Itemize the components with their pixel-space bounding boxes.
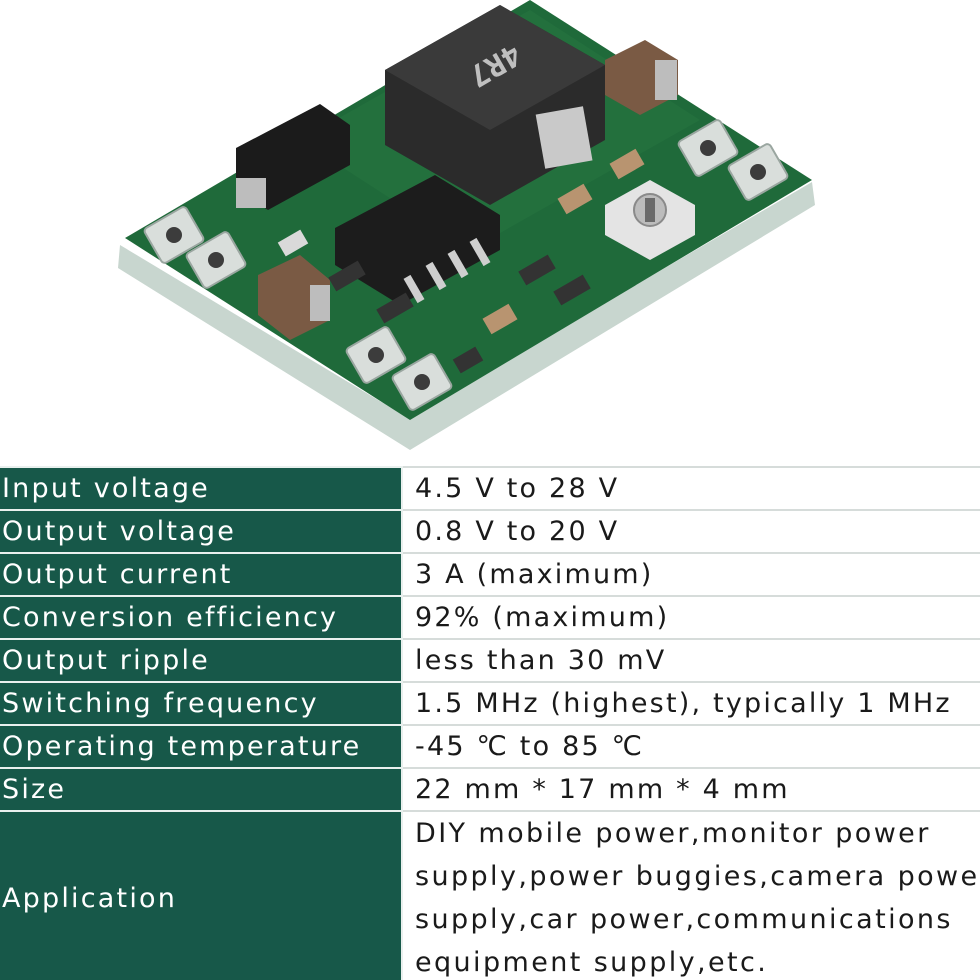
product-photo: 4R7 [0, 0, 980, 466]
spec-table: Input voltage 4.5 V to 28 V Output volta… [0, 466, 980, 980]
ic-chip [335, 175, 500, 305]
spec-label: Switching frequency [0, 681, 403, 726]
application-line: equipment supply,etc. [415, 947, 769, 978]
pcb-edge [118, 182, 815, 450]
spec-label: Input voltage [0, 466, 403, 511]
smd-components [277, 148, 645, 374]
table-row: Switching frequency 1.5 MHz (highest), t… [0, 681, 980, 726]
diode [236, 104, 350, 210]
buck-converter-module-image: 4R7 [118, 0, 815, 450]
table-row: Operating temperature -45 ℃ to 85 ℃ [0, 724, 980, 769]
spec-value: -45 ℃ to 85 ℃ [402, 724, 980, 769]
spec-value: 22 mm * 17 mm * 4 mm [402, 767, 980, 812]
application-line: DIY mobile power,monitor power [415, 818, 931, 849]
spec-label: Conversion efficiency [0, 595, 403, 640]
spec-label: Output current [0, 552, 403, 597]
spec-value: 4.5 V to 28 V [402, 466, 980, 511]
spec-value: 1.5 MHz (highest), typically 1 MHz [402, 681, 980, 726]
spec-value: less than 30 mV [402, 638, 980, 683]
spec-value: 92% (maximum) [402, 595, 980, 640]
table-row: Output voltage 0.8 V to 20 V [0, 509, 980, 554]
capacitors [258, 40, 678, 340]
inductor: 4R7 [385, 5, 605, 205]
spec-label: Output voltage [0, 509, 403, 554]
spec-value: 3 A (maximum) [402, 552, 980, 597]
potentiometer [605, 180, 695, 260]
spec-label: Operating temperature [0, 724, 403, 769]
table-row: Size 22 mm * 17 mm * 4 mm [0, 767, 980, 812]
application-line: supply,power buggies,camera power [415, 861, 980, 892]
table-row: Output current 3 A (maximum) [0, 552, 980, 597]
spec-label: Size [0, 767, 403, 812]
application-label: Application [0, 810, 403, 980]
table-row: Conversion efficiency 92% (maximum) [0, 595, 980, 640]
spec-label: Output ripple [0, 638, 403, 683]
table-row: Input voltage 4.5 V to 28 V [0, 466, 980, 511]
spec-value: 0.8 V to 20 V [402, 509, 980, 554]
table-row-application: Application DIY mobile power,monitor pow… [0, 810, 980, 980]
table-row: Output ripple less than 30 mV [0, 638, 980, 683]
application-line: supply,car power,communications [415, 904, 953, 935]
application-value: DIY mobile power,monitor power supply,po… [402, 810, 980, 980]
